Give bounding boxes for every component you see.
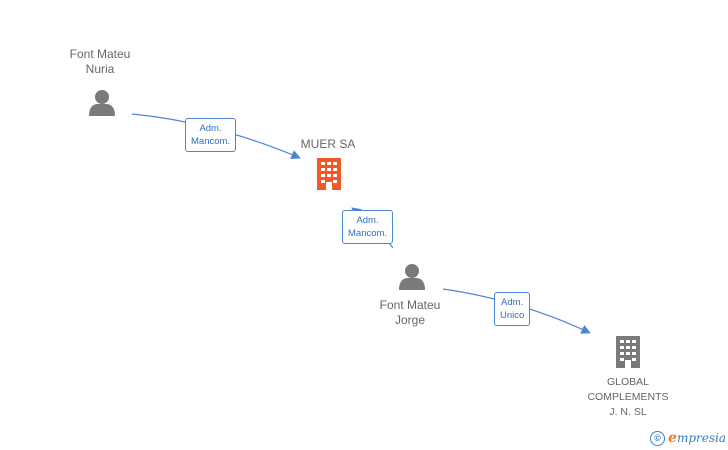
edge-label-line: Adm. [501,297,524,308]
person-icon[interactable] [399,264,425,290]
person-icon[interactable] [89,90,115,116]
edge-label-line: Mancom. [191,136,231,147]
edge-label-nuria-muer: Adm. Mancom. [185,118,237,152]
node-name-line: Jorge [394,313,426,327]
node-label-global[interactable]: GLOBAL COMPLEMENTS J. N. SL [578,375,678,420]
node-name-line: Font Mateu [69,47,131,61]
node-name-line: GLOBAL [606,376,650,388]
node-label-muer[interactable]: MUER SA [282,137,374,152]
edge-label-jorge-global: Adm. Unico [494,292,531,326]
brand-rest: mpresia [676,431,726,445]
brand-initial: e [668,430,677,446]
building-icon[interactable] [317,158,341,190]
node-name-line: Nuria [85,62,115,76]
node-name-line: COMPLEMENTS [587,391,669,403]
edge-label-line: Unico [500,310,525,321]
edge-label-jorge-muer: Adm. Mancom. [342,210,394,244]
edge-label-line: Adm. [199,123,222,134]
node-label-nuria[interactable]: Font Mateu Nuria [54,47,146,77]
footer-brand: © empresia [650,430,726,446]
node-label-jorge[interactable]: Font Mateu Jorge [364,298,456,328]
copyright-icon: © [650,430,666,446]
edge-label-line: Mancom. [348,228,388,239]
brand-logo[interactable]: empresia [668,430,726,446]
node-name-line: J. N. SL [609,406,647,418]
node-name-line: MUER SA [300,137,356,151]
node-name-line: Font Mateu [379,298,441,312]
edge-label-line: Adm. [356,215,379,226]
building-icon[interactable] [616,336,640,368]
